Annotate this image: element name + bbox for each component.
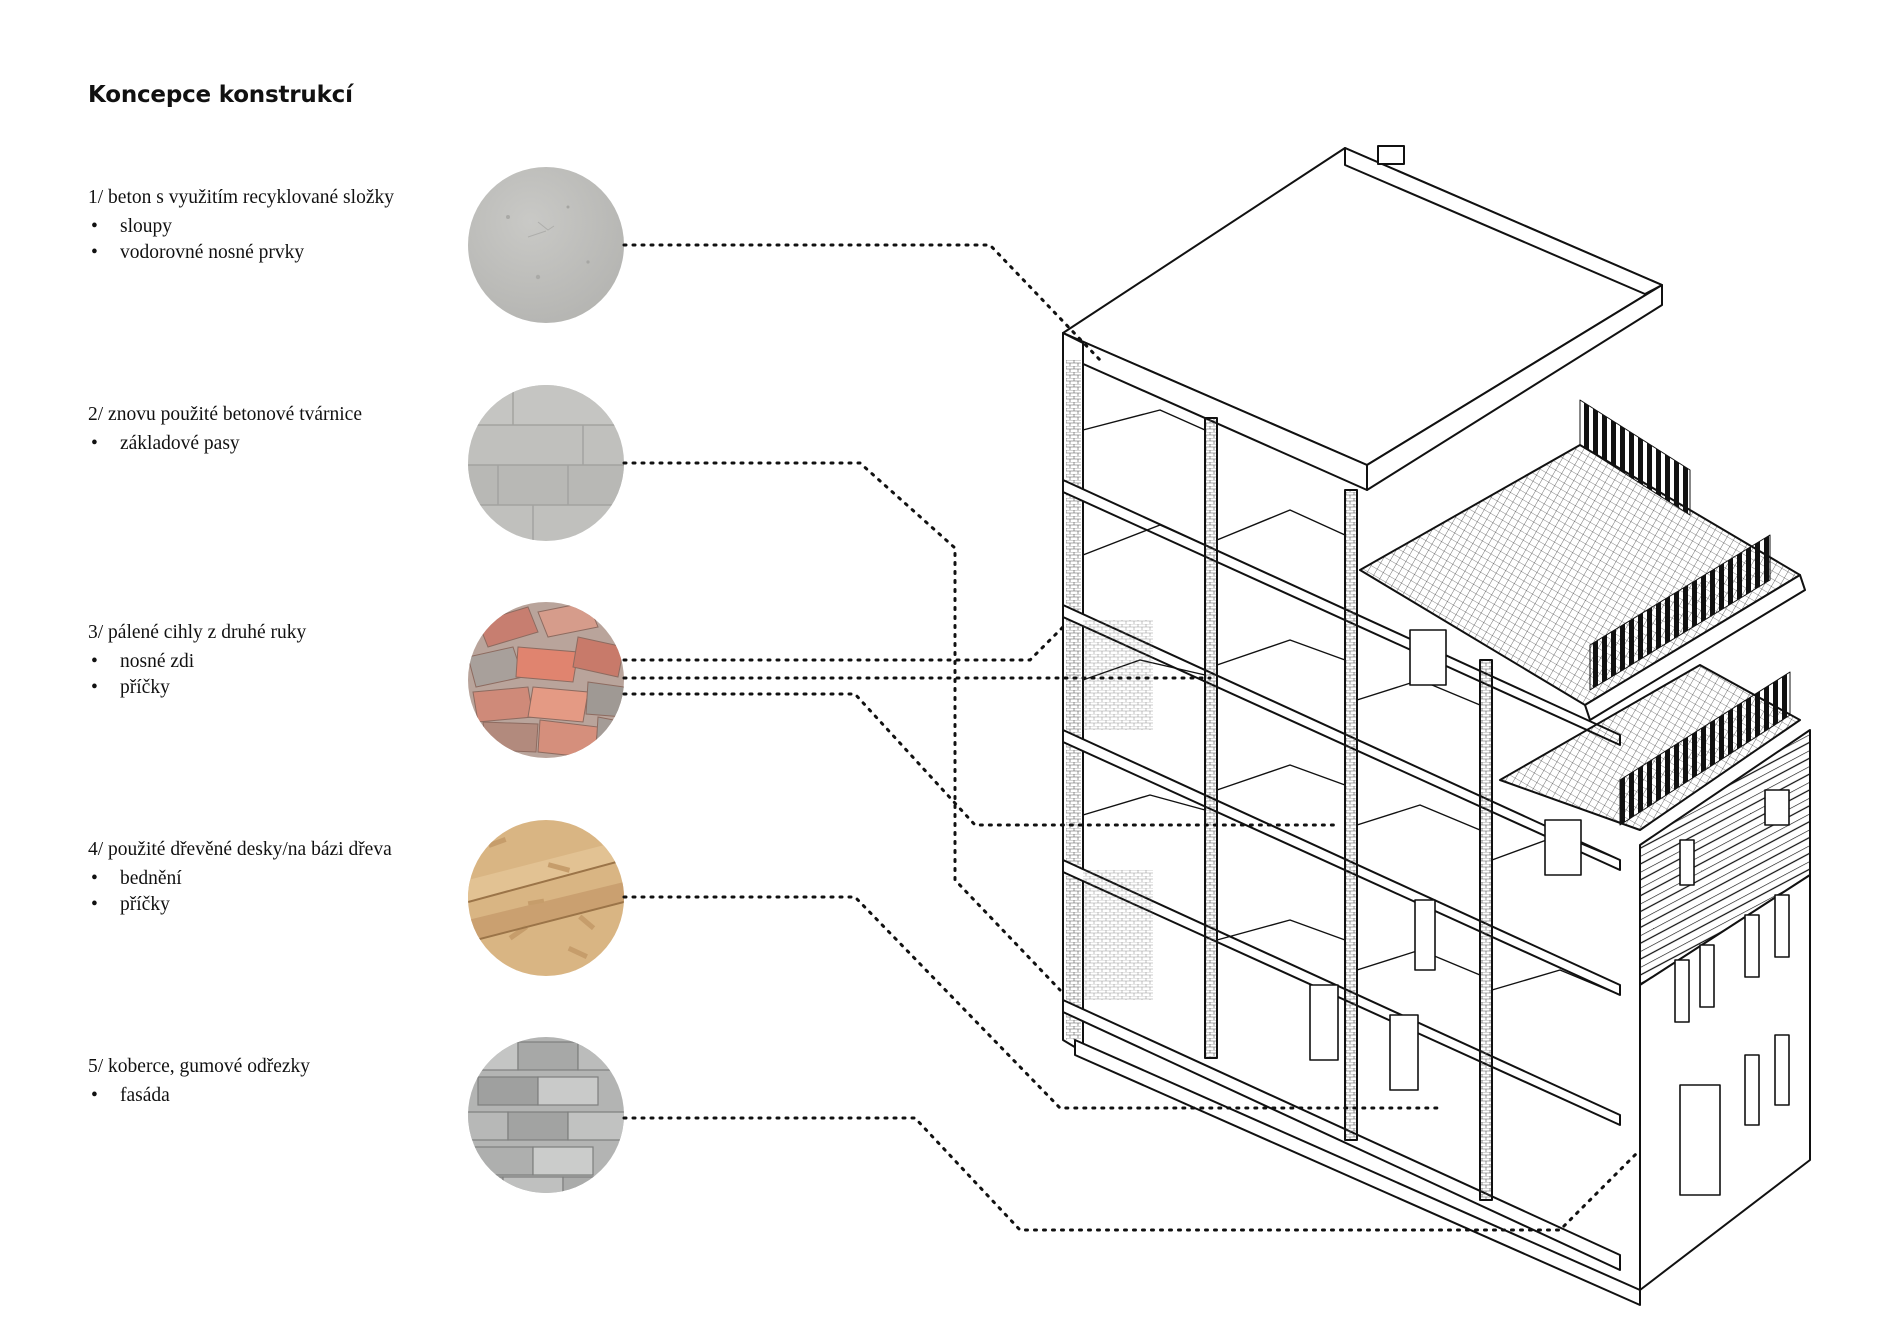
concrete-swatch [468,167,624,323]
material-3-item-2: příčky [88,675,448,701]
material-2-item-1: základové pasy [88,431,448,457]
roof-slab [1062,147,1663,466]
material-1-item-2: vodorovné nosné prvky [88,240,448,266]
material-2-list: základové pasy [88,431,448,457]
material-5: 5/ koberce, gumové odřezky fasáda [88,1054,448,1109]
material-4-list: bednění příčky [88,866,448,918]
material-4: 4/ použité dřevěné desky/na bázi dřeva b… [88,837,448,918]
material-1-item-1: sloupy [88,214,448,240]
material-2: 2/ znovu použité betonové tvárnice zákla… [88,402,448,457]
material-5-heading: 5/ koberce, gumové odřezky [88,1056,311,1077]
concrete-block-swatch [468,385,624,541]
windows [1309,629,1582,1091]
material-4-heading: 4/ použité dřevěné desky/na bázi dřeva [88,839,392,860]
material-1-list: sloupy vodorovné nosné prvky [88,214,448,266]
rubber-tile-swatch [468,1037,624,1193]
left-room-brick-fill-2 [1083,870,1153,1000]
material-1: 1/ beton s využitím recyklované složky s… [88,185,448,266]
chimney [1377,145,1405,165]
leader-brick-c [622,692,1342,827]
lower-terrace [1499,664,1801,831]
left-wall-brick [1066,360,1081,1040]
material-3-heading: 3/ pálené cihly z druhé ruky [88,622,307,643]
upper-railing [1589,534,1771,691]
brick-swatch [468,602,624,758]
rubber-tile-texture [468,1037,624,1193]
concrete-texture [468,167,624,323]
material-3-item-1: nosné zdi [88,649,448,675]
roof-edge-side [1366,284,1663,491]
brick-texture [468,602,624,758]
lower-railing [1619,671,1791,826]
material-3: 3/ pálené cihly z druhé ruky nosné zdi p… [88,620,448,701]
upper-railing-back [1579,399,1691,516]
osb-wood-texture [468,820,624,976]
leader-concrete-block [622,461,1062,992]
left-room-brick-fill [1083,620,1153,730]
upper-terrace-edge [1584,574,1806,721]
leader-wood [622,895,1442,1110]
leader-brick-a [622,623,1067,662]
concrete-block-texture [468,385,624,541]
material-1-heading: 1/ beton s využitím recyklované složky [88,187,394,208]
material-5-item-1: fasáda [88,1083,448,1109]
roof-parapet [1344,147,1663,295]
material-4-item-2: příčky [88,892,448,918]
material-3-list: nosné zdi příčky [88,649,448,701]
material-5-list: fasáda [88,1083,448,1109]
leader-lines [622,243,1642,1232]
leader-concrete [622,243,1102,362]
facade-windows [1674,789,1790,1196]
osb-wood-swatch [468,820,624,976]
material-4-item-1: bednění [88,866,448,892]
columns [1204,417,1493,1201]
ground-footings [1074,1039,1641,1306]
page-title: Koncepce konstrukcí [88,82,353,108]
material-2-heading: 2/ znovu použité betonové tvárnice [88,404,362,425]
